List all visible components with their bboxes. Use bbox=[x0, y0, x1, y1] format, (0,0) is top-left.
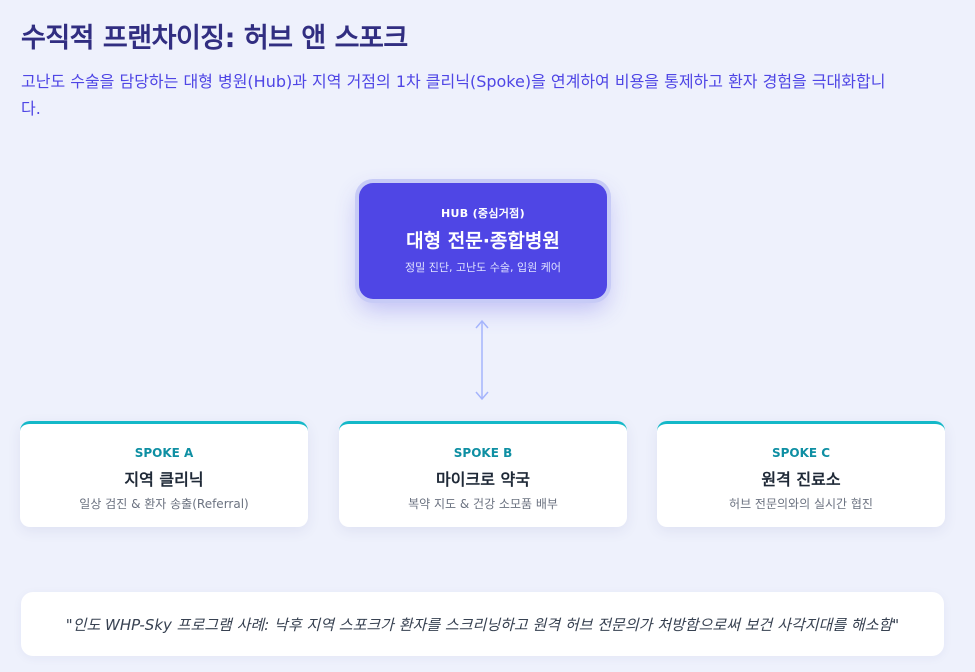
hub-name: 대형 전문·종합병원 bbox=[406, 230, 560, 252]
spoke-node-b: SPOKE B 마이크로 약국 복약 지도 & 건강 소모품 배부 bbox=[339, 421, 627, 527]
spoke-name: 마이크로 약국 bbox=[436, 470, 530, 489]
spoke-tag: SPOKE B bbox=[453, 446, 513, 460]
spoke-description: 일상 검진 & 환자 송출(Referral) bbox=[79, 497, 249, 511]
case-study-quote: "인도 WHP-Sky 프로그램 사례: 낙후 지역 스포크가 환자를 스크리닝… bbox=[21, 592, 944, 656]
hub-description: 정밀 진단, 고난도 수술, 입원 케어 bbox=[404, 261, 562, 274]
hub-node: HUB (중심거점) 대형 전문·종합병원 정밀 진단, 고난도 수술, 입원 … bbox=[359, 183, 607, 299]
page-title: 수직적 프랜차이징: 허브 앤 스포크 bbox=[21, 23, 408, 54]
bidirectional-arrow-icon bbox=[475, 319, 489, 401]
spoke-node-a: SPOKE A 지역 클리닉 일상 검진 & 환자 송출(Referral) bbox=[20, 421, 308, 527]
spoke-tag: SPOKE C bbox=[771, 446, 831, 460]
spoke-tag: SPOKE A bbox=[134, 446, 194, 460]
spoke-name: 지역 클리닉 bbox=[124, 470, 204, 489]
spoke-name: 원격 진료소 bbox=[761, 470, 841, 489]
page-subtitle: 고난도 수술을 담당하는 대형 병원(Hub)과 지역 거점의 1차 클리닉(S… bbox=[21, 72, 886, 118]
spoke-description: 허브 전문의와의 실시간 협진 bbox=[729, 497, 873, 511]
spoke-description: 복약 지도 & 건강 소모품 배부 bbox=[408, 497, 558, 511]
hub-tag: HUB (중심거점) bbox=[441, 207, 525, 220]
spoke-node-c: SPOKE C 원격 진료소 허브 전문의와의 실시간 협진 bbox=[657, 421, 945, 527]
